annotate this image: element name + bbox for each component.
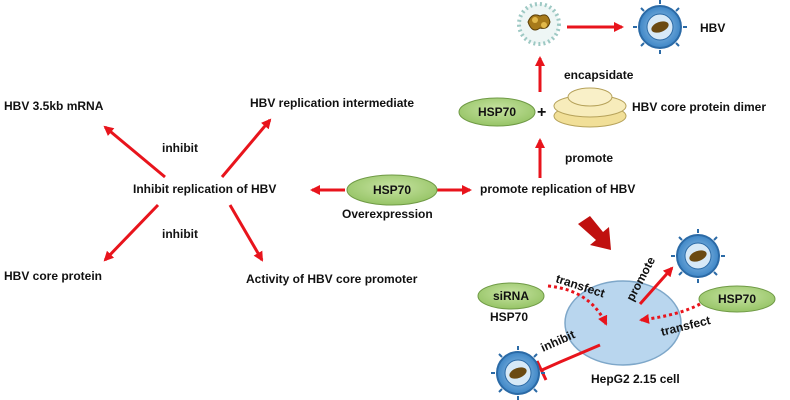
encapsidate-label: encapsidate	[564, 68, 634, 82]
intermediate-label: HBV replication intermediate	[250, 96, 414, 110]
hsp70-center-ellipse	[346, 174, 438, 206]
inhibit-bar	[535, 360, 548, 381]
transfect-right-arrow	[639, 302, 701, 324]
mrna-label: HBV 3.5kb mRNA	[4, 99, 104, 113]
sirna-label: siRNA	[493, 289, 529, 303]
hsp70-top-label: HSP70	[478, 105, 516, 119]
transfect-left-arrow	[547, 284, 608, 326]
arrow-to-core-promoter	[228, 204, 264, 262]
hsp70-right-ellipse	[698, 285, 776, 313]
up-arrows	[535, 22, 624, 178]
inhibit-top-label: inhibit	[162, 141, 198, 155]
capsid-particle-icon	[517, 2, 561, 46]
hsp70-right-label: HSP70	[718, 292, 756, 306]
down-arrow-icon	[578, 216, 611, 250]
core-protein-label: HBV core protein	[4, 269, 102, 283]
hbv-virus-icon-inhibited	[491, 346, 545, 400]
inhibit-cell-arrow	[541, 343, 601, 372]
core-promoter-label: Activity of HBV core promoter	[246, 272, 418, 286]
hbv-label: HBV	[700, 21, 725, 35]
inhibit-replication-label: Inhibit replication of HBV	[133, 182, 276, 196]
left-arrows	[103, 118, 472, 262]
hepg2-cell-icon	[564, 280, 682, 366]
hbv-virus-icon-top	[633, 0, 687, 54]
inhibit-cell-label: inhibit	[539, 327, 578, 354]
hsp70-center-label: HSP70	[373, 183, 411, 197]
promote-mid-label: promote	[565, 151, 613, 165]
promote-cell-arrow	[638, 266, 674, 305]
dimer-label: HBV core protein dimer	[632, 100, 766, 114]
core-dimer-icon	[553, 87, 627, 128]
hbv-virus-icon-promoted	[671, 229, 725, 283]
arrow-to-mrna	[103, 125, 166, 179]
arrow-to-core-protein	[103, 203, 160, 262]
plus-sign: +	[537, 104, 546, 121]
hsp70-top-ellipse	[458, 97, 536, 127]
sirna-hsp70-label: HSP70	[490, 310, 528, 324]
overexpression-label: Overexpression	[342, 207, 433, 221]
arrow-to-intermediate	[220, 118, 272, 178]
sirna-ellipse	[477, 282, 545, 310]
inhibit-bottom-label: inhibit	[162, 227, 198, 241]
promote-replication-label: promote replication of HBV	[480, 182, 635, 196]
cell-label: HepG2 2.15 cell	[591, 372, 680, 386]
